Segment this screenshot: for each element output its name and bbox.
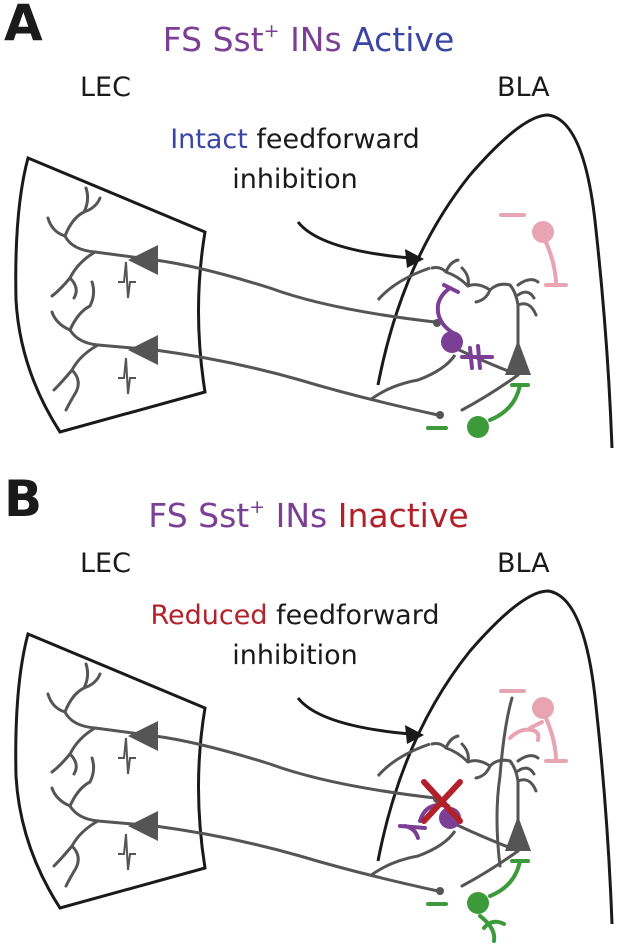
panel-title: FS Sst+ INs Inactive (0, 496, 617, 535)
bla-region (376, 113, 614, 449)
spike-trace-2 (118, 357, 136, 395)
panel-letter: B (4, 470, 43, 528)
bla-label: BLA (497, 72, 550, 103)
bla-region (376, 589, 614, 925)
bla-principal-neuron (430, 696, 540, 888)
title-superscript: + (263, 20, 280, 42)
arrow-icon (405, 725, 424, 744)
title-cell-type: FS Sst (148, 496, 250, 535)
pyramidal-neuron-icon (128, 335, 158, 365)
panel-b: B FS Sst+ INs Inactive LEC BLA Reduced f… (0, 470, 617, 946)
caption-line2: inhibition (232, 164, 358, 195)
green-interneuron (426, 859, 530, 943)
lec-pyramidal-neuron-1 (46, 662, 437, 800)
circuit-diagram-b (14, 589, 614, 943)
lec-pyramidal-neuron-1 (46, 186, 437, 324)
caption-highlight: Intact (170, 124, 248, 155)
panel-a: A FS Sst+ INs Active LEC BLA Intact feed… (0, 0, 617, 470)
title-ins: INs (279, 20, 353, 59)
feedforward-arrow (296, 221, 411, 260)
pink-interneuron (499, 213, 568, 287)
bla-label: BLA (497, 548, 550, 579)
inhibition-caption: Intact feedforward inhibition (100, 120, 490, 200)
pink-interneuron (499, 689, 568, 763)
green-interneuron (426, 383, 530, 430)
caption-highlight: Reduced (150, 600, 268, 631)
lec-label: LEC (80, 72, 131, 103)
title-cell-type: FS Sst (162, 20, 264, 59)
inactivation-x-icon (421, 779, 463, 824)
caption-line2: inhibition (232, 640, 358, 671)
pyramidal-neuron-icon (505, 340, 531, 375)
spike-trace-1 (118, 261, 136, 299)
title-ins: INs (265, 496, 338, 535)
pyramidal-neuron-icon (128, 245, 158, 275)
interneuron-icon (467, 416, 489, 438)
lec-pyramidal-neuron-2 (50, 280, 440, 417)
circuit-diagram-a (14, 113, 614, 449)
sst-interneuron (435, 283, 494, 370)
spike-trace-1 (118, 737, 136, 775)
lec-pyramidal-neuron-2 (50, 756, 440, 893)
title-state: Inactive (337, 496, 469, 535)
interneuron-icon (532, 697, 554, 719)
interneuron-icon (532, 221, 554, 243)
panel-letter: A (4, 0, 43, 52)
feedforward-arrow (296, 697, 411, 736)
lec-region (14, 631, 207, 910)
caption-line1: feedforward (267, 600, 440, 631)
pyramidal-neuron-icon (505, 816, 531, 851)
title-state: Active (352, 20, 455, 59)
title-superscript: + (249, 496, 266, 518)
pyramidal-neuron-icon (128, 721, 158, 751)
lec-label: LEC (80, 548, 131, 579)
lec-region (14, 155, 207, 434)
interneuron-icon (441, 331, 463, 353)
caption-line1: feedforward (247, 124, 420, 155)
spike-trace-2 (118, 833, 136, 871)
inhibition-caption: Reduced feedforward inhibition (100, 596, 490, 676)
panel-title: FS Sst+ INs Active (0, 20, 617, 59)
pyramidal-neuron-icon (128, 811, 158, 841)
arrow-icon (405, 249, 424, 268)
interneuron-icon (467, 892, 489, 914)
